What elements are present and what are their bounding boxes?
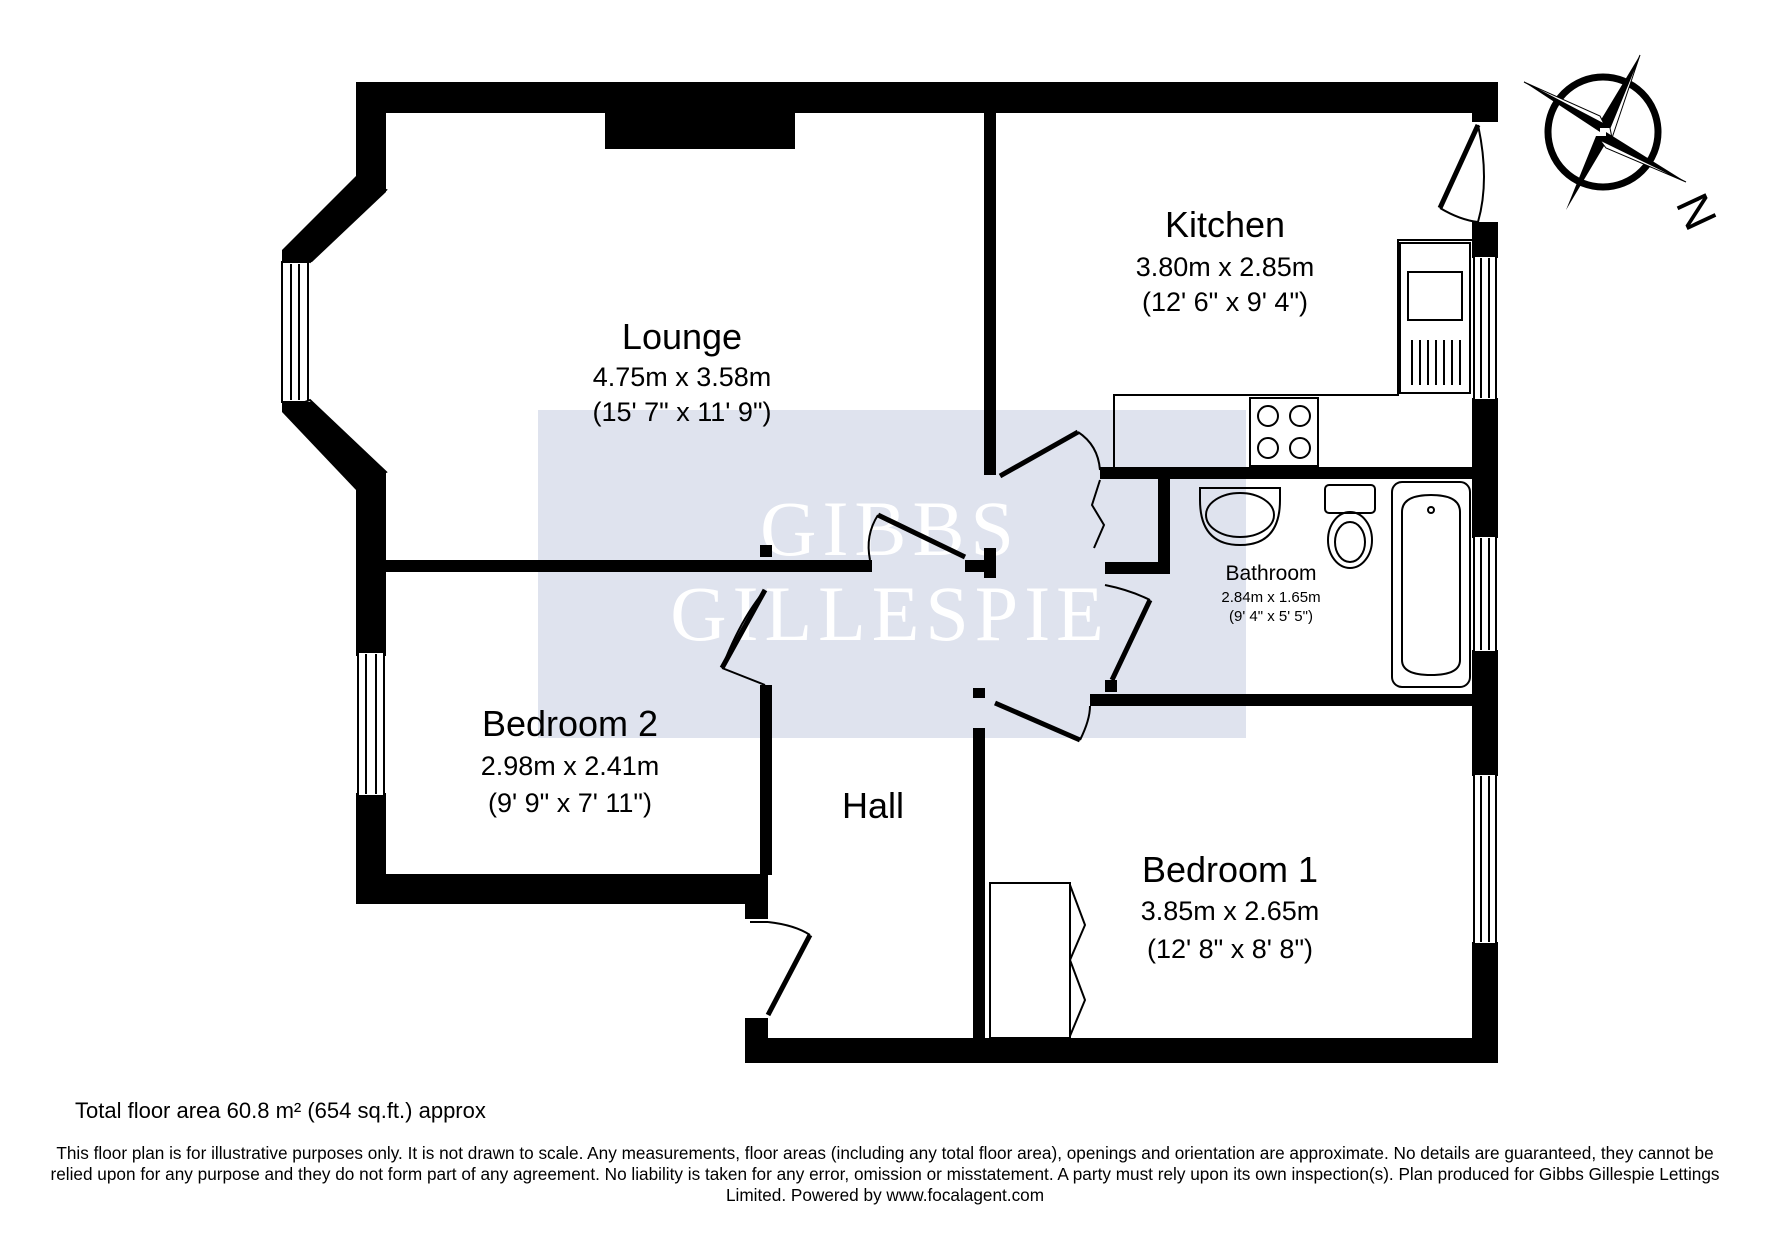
room-imperial-lounge: (15' 7" x 11' 9")	[592, 397, 771, 427]
room-imperial-bathroom: (9' 4" x 5' 5")	[1229, 608, 1313, 625]
room-imperial-bedroom-2: (9' 9" x 7' 11")	[488, 788, 652, 818]
room-name-bedroom-2: Bedroom 2	[482, 703, 658, 744]
bay-walls	[282, 176, 386, 490]
total-floor-area: Total floor area 60.8 m² (654 sq.ft.) ap…	[75, 1098, 486, 1123]
watermark-line-2: GILLESPIE	[670, 570, 1110, 657]
toilet-bowl	[1327, 511, 1373, 569]
wardrobe	[989, 882, 1087, 1039]
hob	[1249, 397, 1319, 467]
compass-icon	[1523, 54, 1687, 210]
bath	[1391, 481, 1471, 688]
room-metric-bedroom-2: 2.98m x 2.41m	[481, 751, 660, 781]
room-metric-kitchen: 3.80m x 2.85m	[1136, 252, 1315, 282]
room-name-hall: Hall	[842, 785, 904, 826]
room-imperial-bedroom-1: (12' 8" x 8' 8")	[1147, 934, 1313, 964]
room-metric-bedroom-1: 3.85m x 2.65m	[1141, 896, 1320, 926]
toilet-cistern	[1324, 484, 1376, 514]
compass-north-label: N	[1666, 186, 1727, 238]
room-metric-bathroom: 2.84m x 1.65m	[1221, 589, 1320, 606]
walls	[356, 82, 1498, 1063]
basin	[1199, 487, 1281, 547]
windows	[357, 255, 1497, 945]
room-name-bedroom-1: Bedroom 1	[1142, 849, 1318, 890]
room-imperial-kitchen: (12' 6" x 9' 4")	[1142, 287, 1308, 317]
doors	[719, 123, 1485, 1017]
room-metric-lounge: 4.75m x 3.58m	[593, 362, 772, 392]
disclaimer-text: This floor plan is for illustrative purp…	[50, 1143, 1720, 1205]
room-name-kitchen: Kitchen	[1165, 204, 1285, 245]
kitchen-fittings	[1113, 239, 1474, 478]
bathroom-fittings	[1199, 481, 1471, 688]
kitchen-sink	[1399, 242, 1471, 394]
room-name-lounge: Lounge	[622, 316, 742, 357]
watermark-line-1: GIBBS	[760, 485, 1020, 572]
room-name-bathroom: Bathroom	[1225, 562, 1316, 585]
